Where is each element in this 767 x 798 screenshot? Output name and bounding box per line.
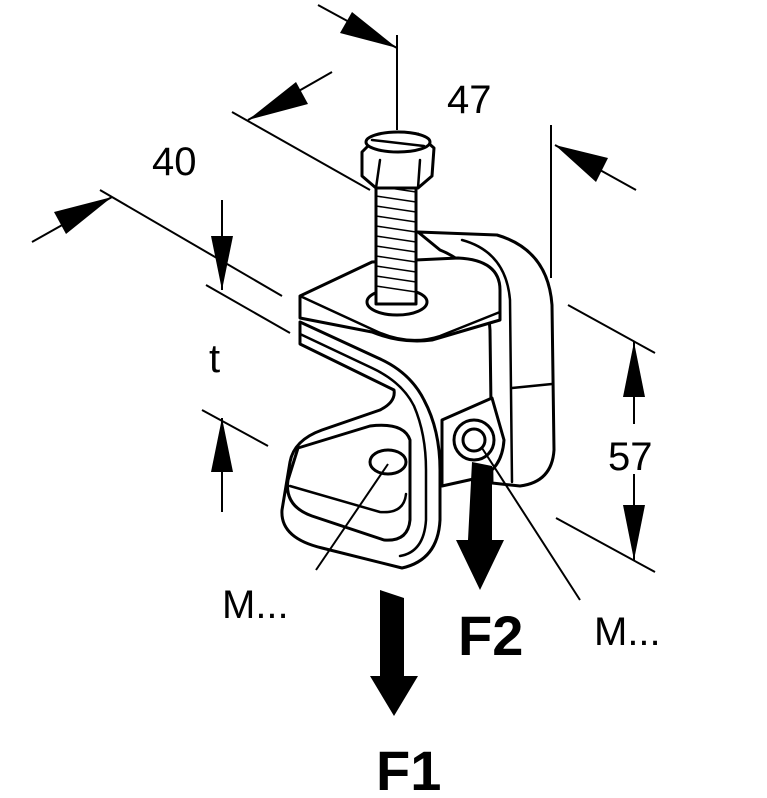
force-arrow-f2 bbox=[456, 462, 504, 590]
side-tab-hole-inner bbox=[461, 427, 487, 453]
extension-line-40 bbox=[99, 189, 283, 297]
dimension-value-47: 47 bbox=[447, 78, 492, 122]
extension-line-t-bottom bbox=[201, 409, 269, 447]
clamp-top-plate-front-edge bbox=[298, 294, 502, 342]
screw-slot bbox=[370, 138, 426, 148]
dimension-40: 40 bbox=[31, 140, 283, 297]
dimension-t: t bbox=[201, 200, 291, 512]
force-arrow-f1-shape bbox=[370, 590, 418, 716]
leader-line-left bbox=[315, 463, 389, 571]
clamp-body bbox=[280, 230, 556, 570]
dimension-value-40: 40 bbox=[152, 140, 197, 184]
arrowhead-t-bottom bbox=[211, 418, 233, 472]
force-arrow-f2-shape bbox=[456, 462, 504, 590]
clamp-back-wall-seam bbox=[510, 382, 554, 390]
thread-label-left: M... bbox=[222, 583, 289, 627]
thread-label-right: M... bbox=[594, 610, 661, 654]
arrowhead-47-left bbox=[248, 82, 308, 120]
dimension-47: 47 bbox=[231, 4, 492, 191]
arrowhead-57-bottom bbox=[623, 505, 645, 560]
extension-line-47-left bbox=[231, 111, 371, 191]
screw-thread-shaft bbox=[374, 174, 418, 306]
clamp-screw bbox=[360, 130, 436, 317]
lower-jaw-hole bbox=[368, 448, 408, 476]
arrowhead-40 bbox=[54, 197, 112, 234]
dimension-57: 57 bbox=[550, 125, 656, 573]
dimension-value-t: t bbox=[209, 337, 220, 381]
extension-line-57-top bbox=[567, 304, 656, 354]
extension-line-t-top bbox=[205, 284, 291, 334]
screw-hex-edges bbox=[374, 158, 422, 190]
extension-line-57-bottom bbox=[555, 517, 656, 573]
force-label-f2: F2 bbox=[458, 604, 523, 667]
arrowhead-57-top bbox=[623, 342, 645, 397]
lower-jaw-edge bbox=[288, 484, 408, 514]
clamp-back-wall-edge bbox=[460, 238, 514, 484]
dimension-value-57: 57 bbox=[608, 435, 653, 479]
leader-line-right bbox=[481, 447, 581, 601]
force-arrow-f1 bbox=[370, 590, 418, 716]
arrowhead-t-top bbox=[211, 236, 233, 290]
thread-leaders bbox=[315, 447, 581, 601]
arrowhead-57-upper-right bbox=[555, 145, 608, 182]
arrowhead-47-right bbox=[340, 12, 397, 48]
clamp-front-profile-inner bbox=[298, 332, 428, 558]
force-label-f1: F1 bbox=[376, 739, 441, 798]
